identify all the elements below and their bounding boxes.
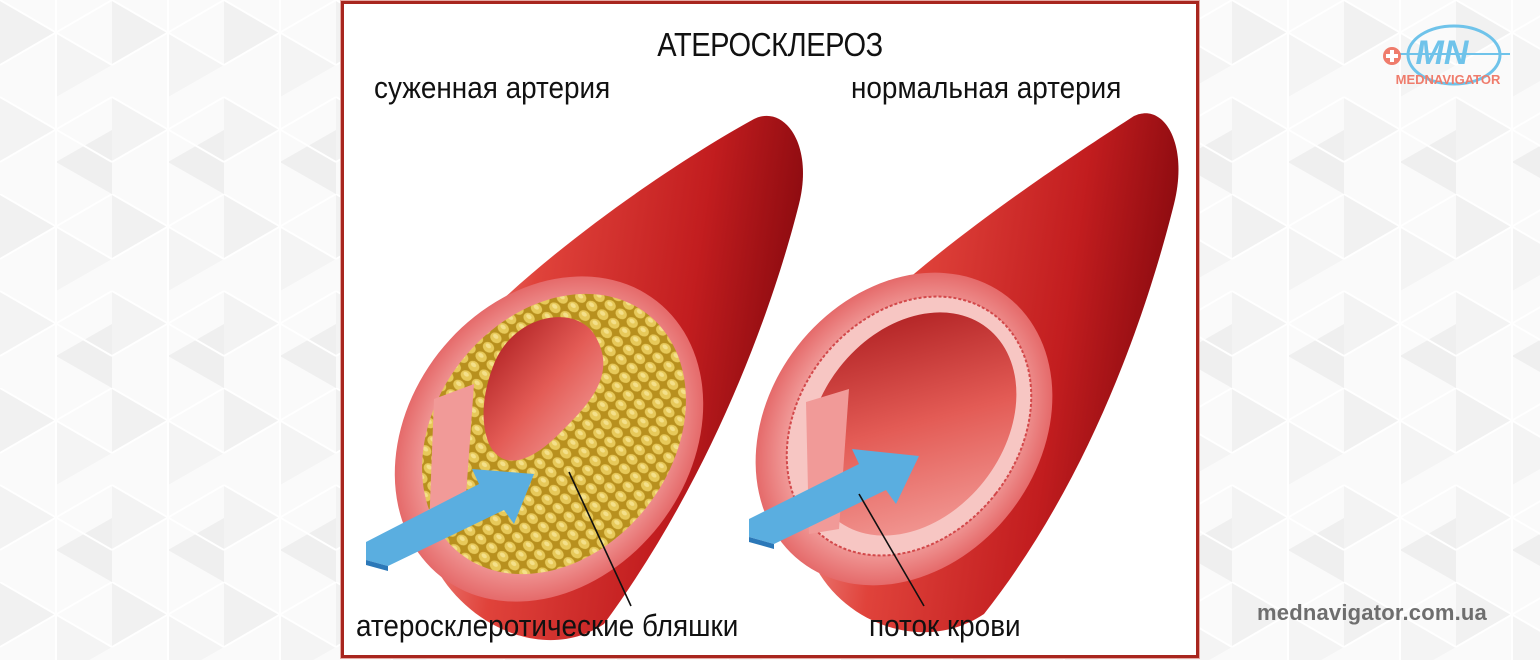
- narrowed-artery: [394, 115, 803, 641]
- diagram-title: АТЕРОСКЛЕРОЗ: [657, 26, 883, 63]
- blood-flow-arrow-right: [749, 449, 919, 549]
- plaque-leader-line: [568, 471, 632, 607]
- label-blood-flow: поток крови: [869, 608, 1021, 643]
- artery-illustration: [366, 113, 1179, 641]
- label-plaques: атеросклеротические бляшки: [356, 608, 739, 643]
- medical-cross-icon: [1383, 47, 1401, 65]
- logo-letters: MN: [1416, 34, 1470, 72]
- atherosclerosis-diagram: АТЕРОСКЛЕРОЗ суженная артерия нормальная…: [341, 1, 1199, 658]
- blood-flow-arrow-left: [366, 469, 534, 571]
- label-normal-artery: нормальная артерия: [851, 70, 1122, 105]
- label-narrowed-artery: суженная артерия: [374, 70, 611, 105]
- mednavigator-logo[interactable]: MN MEDNAVIGATOR: [1380, 22, 1515, 100]
- logo-name: MEDNAVIGATOR: [1396, 72, 1501, 87]
- website-watermark[interactable]: mednavigator.com.ua: [1257, 600, 1487, 625]
- flow-leader-line: [858, 493, 925, 607]
